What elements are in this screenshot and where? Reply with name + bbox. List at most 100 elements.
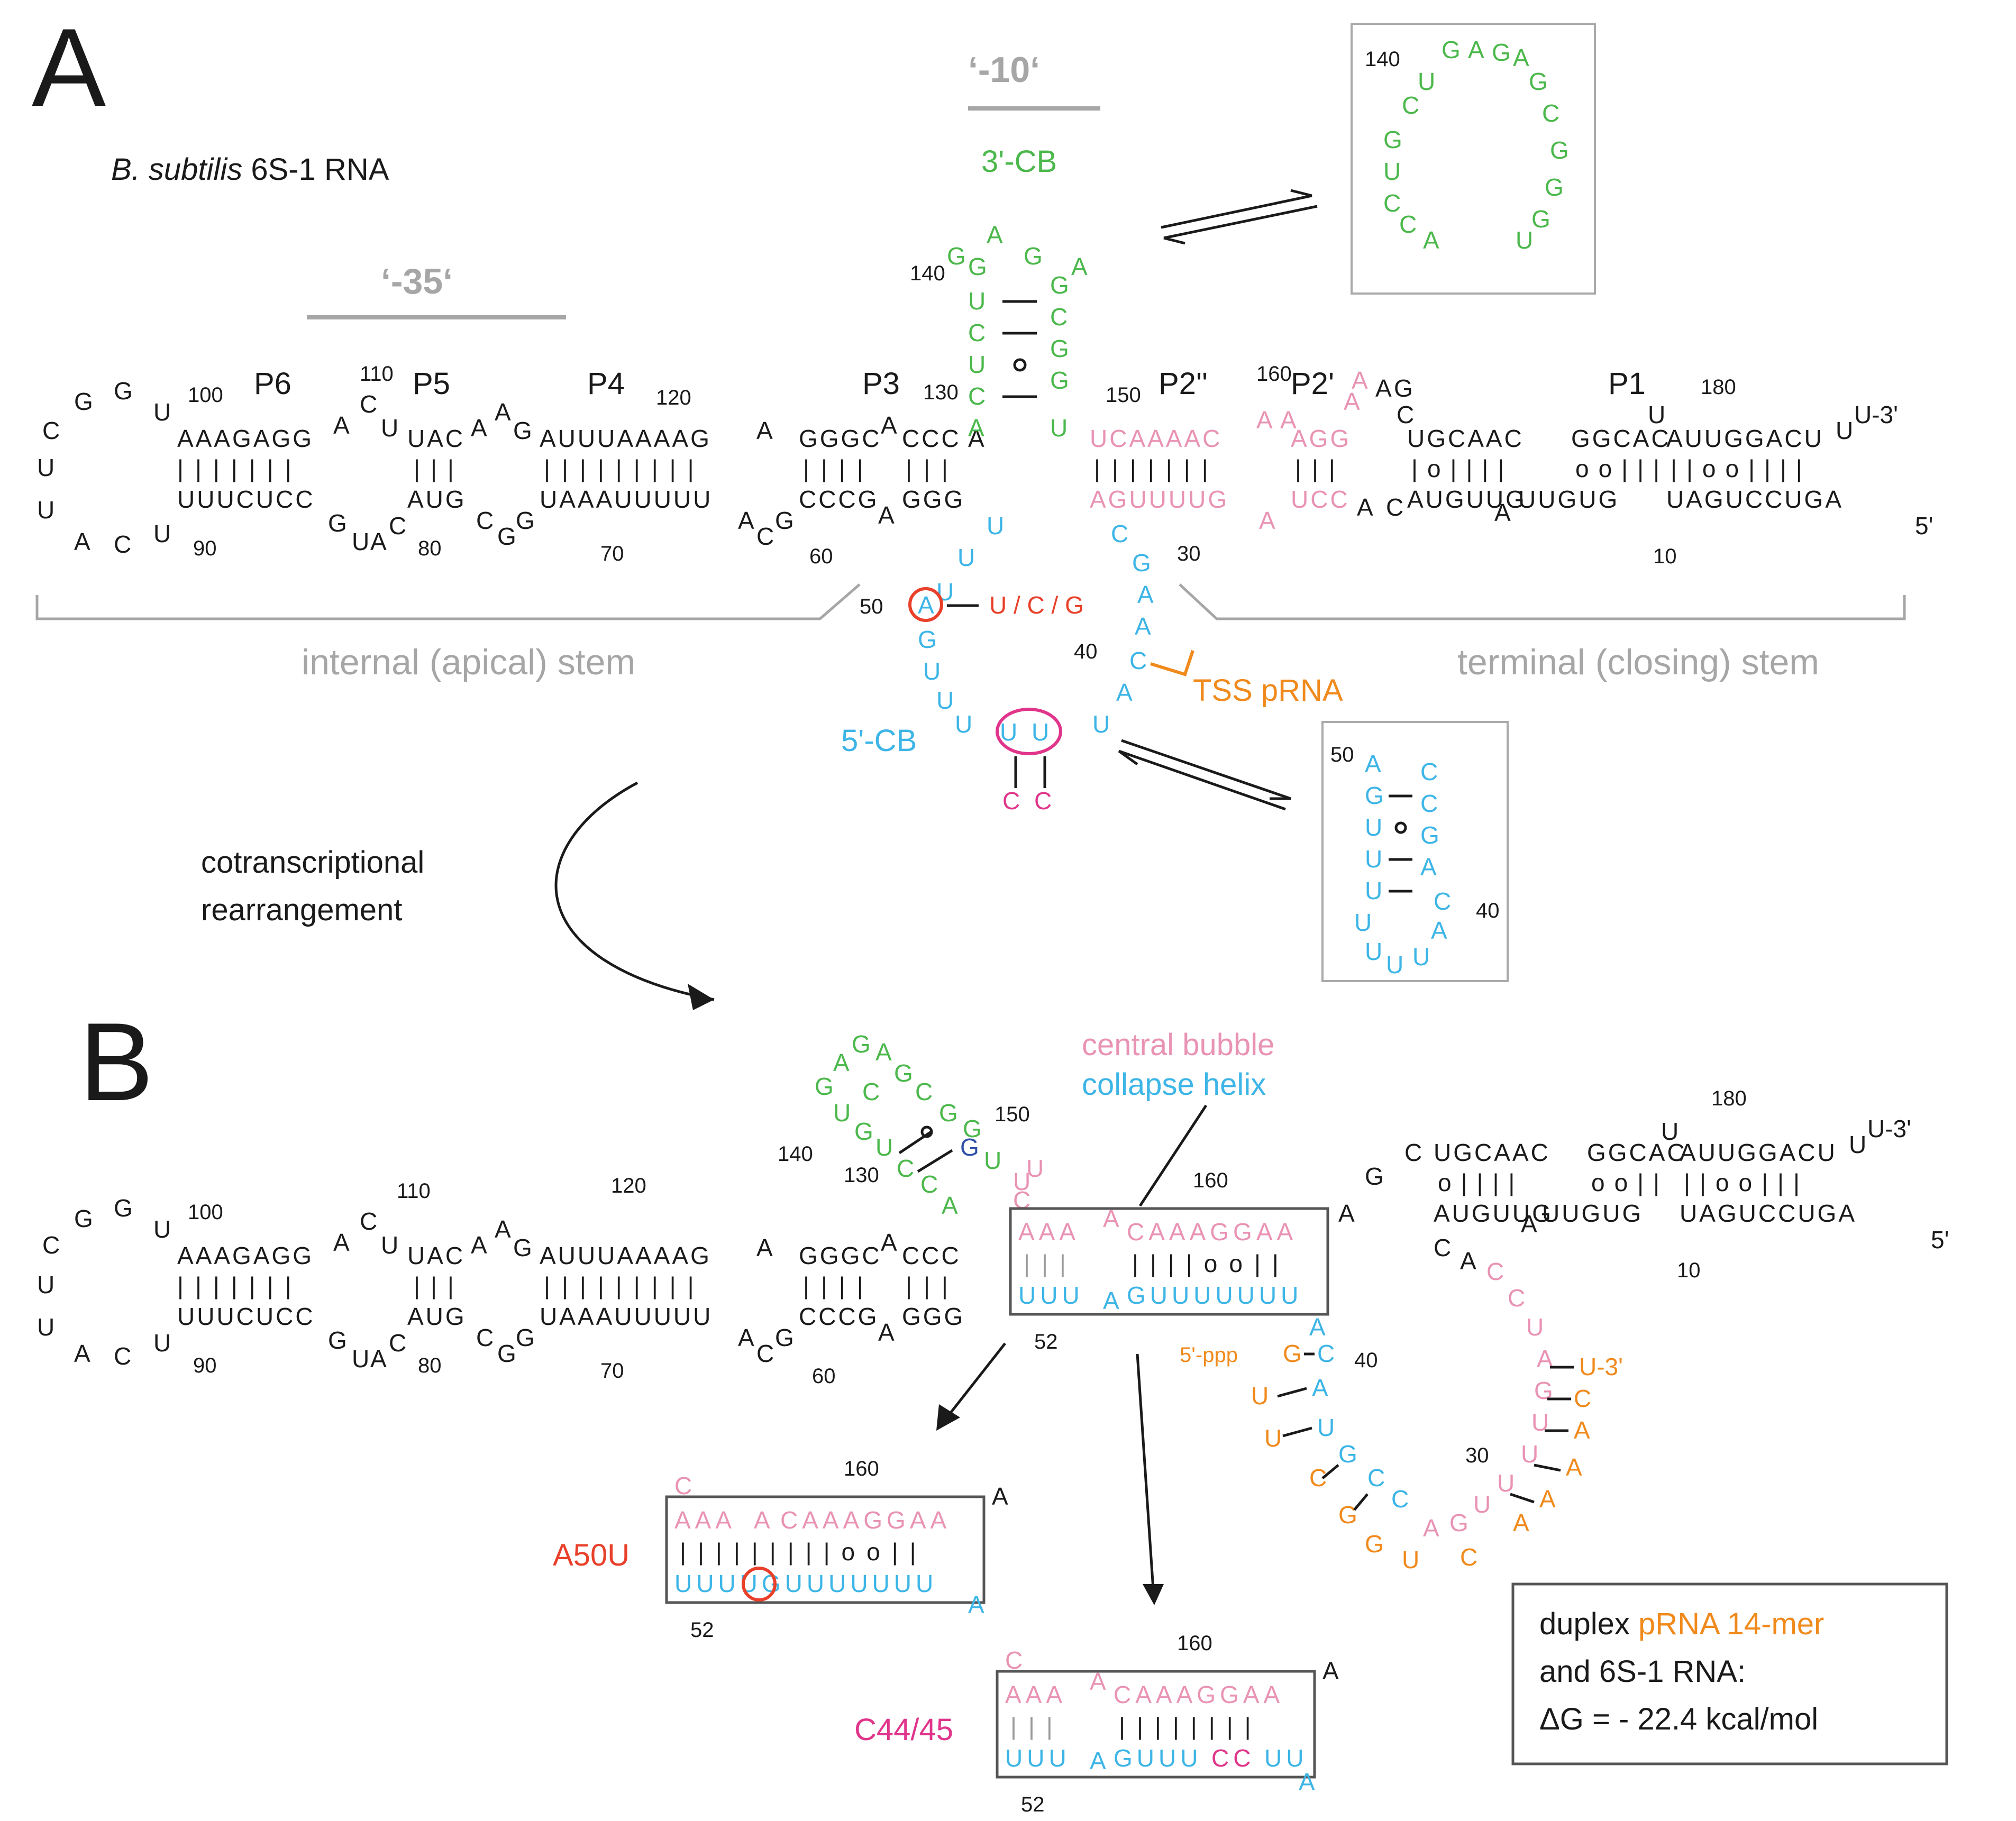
inset-nt: U xyxy=(1365,938,1382,965)
p4-pairs: ||||||||| xyxy=(544,455,706,482)
c4445-weak-pairs: ||| xyxy=(1010,1713,1064,1740)
bulge-nt: A xyxy=(471,1231,487,1259)
bulge-nt: C xyxy=(1508,1284,1525,1312)
nt-number: 140 xyxy=(910,262,945,285)
cb5-nt: U xyxy=(955,710,972,738)
cb3-loop-nt: A xyxy=(987,221,1003,249)
bulge-nt: C xyxy=(476,1324,494,1351)
inset-nt: U xyxy=(1354,909,1372,936)
nt-number: 50 xyxy=(1330,743,1354,766)
p2p-top-strand: AGG xyxy=(1291,425,1351,452)
helix-p2p-label: P2' xyxy=(1291,367,1334,401)
nt-number: 160 xyxy=(844,1457,879,1480)
inset-nt: U xyxy=(1365,813,1382,841)
p5-top-strand: UAC xyxy=(407,425,465,452)
loop-nt: G xyxy=(74,388,93,415)
arrowhead xyxy=(936,1404,960,1431)
a50u-highlight xyxy=(742,1567,777,1602)
cb3-right-nt: G xyxy=(1050,367,1069,394)
equilibrium-arrow-top xyxy=(1163,205,1318,245)
svg-text:G: G xyxy=(939,1099,958,1127)
tss-arrow xyxy=(1150,650,1194,676)
internal-stem-bracket xyxy=(35,583,861,620)
bulge-nt: A xyxy=(370,528,387,555)
nt-number: 160 xyxy=(1256,362,1292,386)
inset-nt: G xyxy=(1420,821,1439,849)
bulge-nt: A xyxy=(495,1215,511,1243)
loop-nt: C xyxy=(42,1231,60,1259)
p1-pairs-1-b: o|||| xyxy=(1438,1169,1524,1196)
p3-bottom-strand-2: GGG xyxy=(902,486,965,513)
svg-text:G: G xyxy=(815,1073,834,1100)
cb5-nt-u45: U xyxy=(1000,718,1017,746)
p5-top-strand-b: UAC xyxy=(407,1242,465,1269)
bulge-nt: A xyxy=(1103,1287,1119,1314)
nt-number: 30 xyxy=(1465,1444,1489,1467)
terminal-stem-label: terminal (closing) stem xyxy=(1457,642,1819,682)
p1-bottom-strand-3: UAGUCCUGA xyxy=(1666,486,1844,513)
loop-nt: C xyxy=(42,417,60,444)
bulge-nt: G xyxy=(497,1340,516,1367)
nt-number: 160 xyxy=(1193,1169,1228,1192)
nt-number: 50 xyxy=(860,595,883,618)
bulge-nt: A xyxy=(881,411,897,439)
bulge-nt: C xyxy=(360,390,377,418)
p3-bottom-strand: CCCG xyxy=(799,486,879,513)
p6-top-strand-b: AAAGAGG xyxy=(177,1242,314,1269)
inset-nt: A xyxy=(1513,44,1529,71)
inset-nt: A xyxy=(1431,917,1447,944)
p4-bottom-strand: UAAAUUUUU xyxy=(540,486,713,513)
cb3-loop-nt: A xyxy=(1071,253,1088,280)
inset-nt: U xyxy=(1365,845,1382,873)
nt-number: 70 xyxy=(600,542,624,565)
inset-nt: C xyxy=(1542,99,1559,127)
p3-top-strand-2-b: CCC xyxy=(902,1242,961,1269)
central-duplex-box xyxy=(1009,1207,1329,1316)
helix-p5-label: P5 xyxy=(413,367,450,401)
inset-pairs xyxy=(1389,794,1412,893)
cb3-right-nt: U xyxy=(1050,414,1068,442)
p5-bottom-strand: AUG xyxy=(407,486,467,513)
bulge-nt: G xyxy=(497,523,516,550)
nt-number: 40 xyxy=(1074,640,1098,663)
cb3-right-nt: G xyxy=(1050,335,1069,362)
bulge-nt: U xyxy=(1497,1469,1515,1497)
p3-pairs-2-b: ||| xyxy=(906,1272,960,1300)
p5-pairs-b: ||| xyxy=(414,1272,464,1300)
bulge-nt: U xyxy=(1849,1131,1866,1158)
bulge-nt: U xyxy=(352,1345,369,1372)
rearrangement-arrow xyxy=(554,781,715,1001)
inset-nt: U xyxy=(1418,68,1435,95)
nt-number: 100 xyxy=(188,383,223,407)
p4-pairs-b: ||||||||| xyxy=(544,1272,706,1300)
p1-bottom-strand-1-b: AUGUUG xyxy=(1434,1200,1553,1227)
svg-text:C: C xyxy=(915,1078,933,1105)
nt-number: 110 xyxy=(397,1179,431,1203)
p1-pairs-1: |o|||| xyxy=(1411,455,1513,482)
cb5-nt: G xyxy=(1132,549,1151,577)
tss-prna-label: TSS pRNA xyxy=(1193,673,1343,708)
bulge-nt: G xyxy=(775,507,794,534)
three-prime-end-b: U-3' xyxy=(1867,1115,1911,1142)
collapse-helix-label: collapse helix xyxy=(1082,1067,1266,1102)
p3-pairs-2: ||| xyxy=(906,455,960,482)
bulge-nt: A xyxy=(1338,1200,1355,1227)
a50u-top-b: CAAAGGAA xyxy=(780,1506,951,1534)
nt-number: 180 xyxy=(1711,1087,1747,1110)
inset-nt: U xyxy=(1383,158,1401,185)
duplex-bottom-a: UUU xyxy=(1018,1282,1084,1309)
p5-bottom-strand-b: AUG xyxy=(407,1303,467,1330)
cb5-nt: U xyxy=(957,544,975,571)
five-prime-end-b: 5' xyxy=(1931,1226,1949,1253)
bulge-nt: C xyxy=(389,1329,406,1357)
bulge-nt: C xyxy=(389,512,406,539)
nt-number: 70 xyxy=(600,1359,624,1383)
loop-nt: U xyxy=(153,1329,171,1357)
five-prime-end: 5' xyxy=(1915,512,1933,539)
a50-substitution-label: U / C / G xyxy=(989,591,1084,619)
p3-bottom-strand-b: CCCG xyxy=(799,1303,879,1330)
p1-bottom-strand-3-b: UAGUCCUGA xyxy=(1680,1200,1857,1227)
p2p-pairs: ||| xyxy=(1295,455,1346,482)
bulge-nt: A xyxy=(756,1234,773,1261)
bulge-nt: U xyxy=(381,414,398,442)
